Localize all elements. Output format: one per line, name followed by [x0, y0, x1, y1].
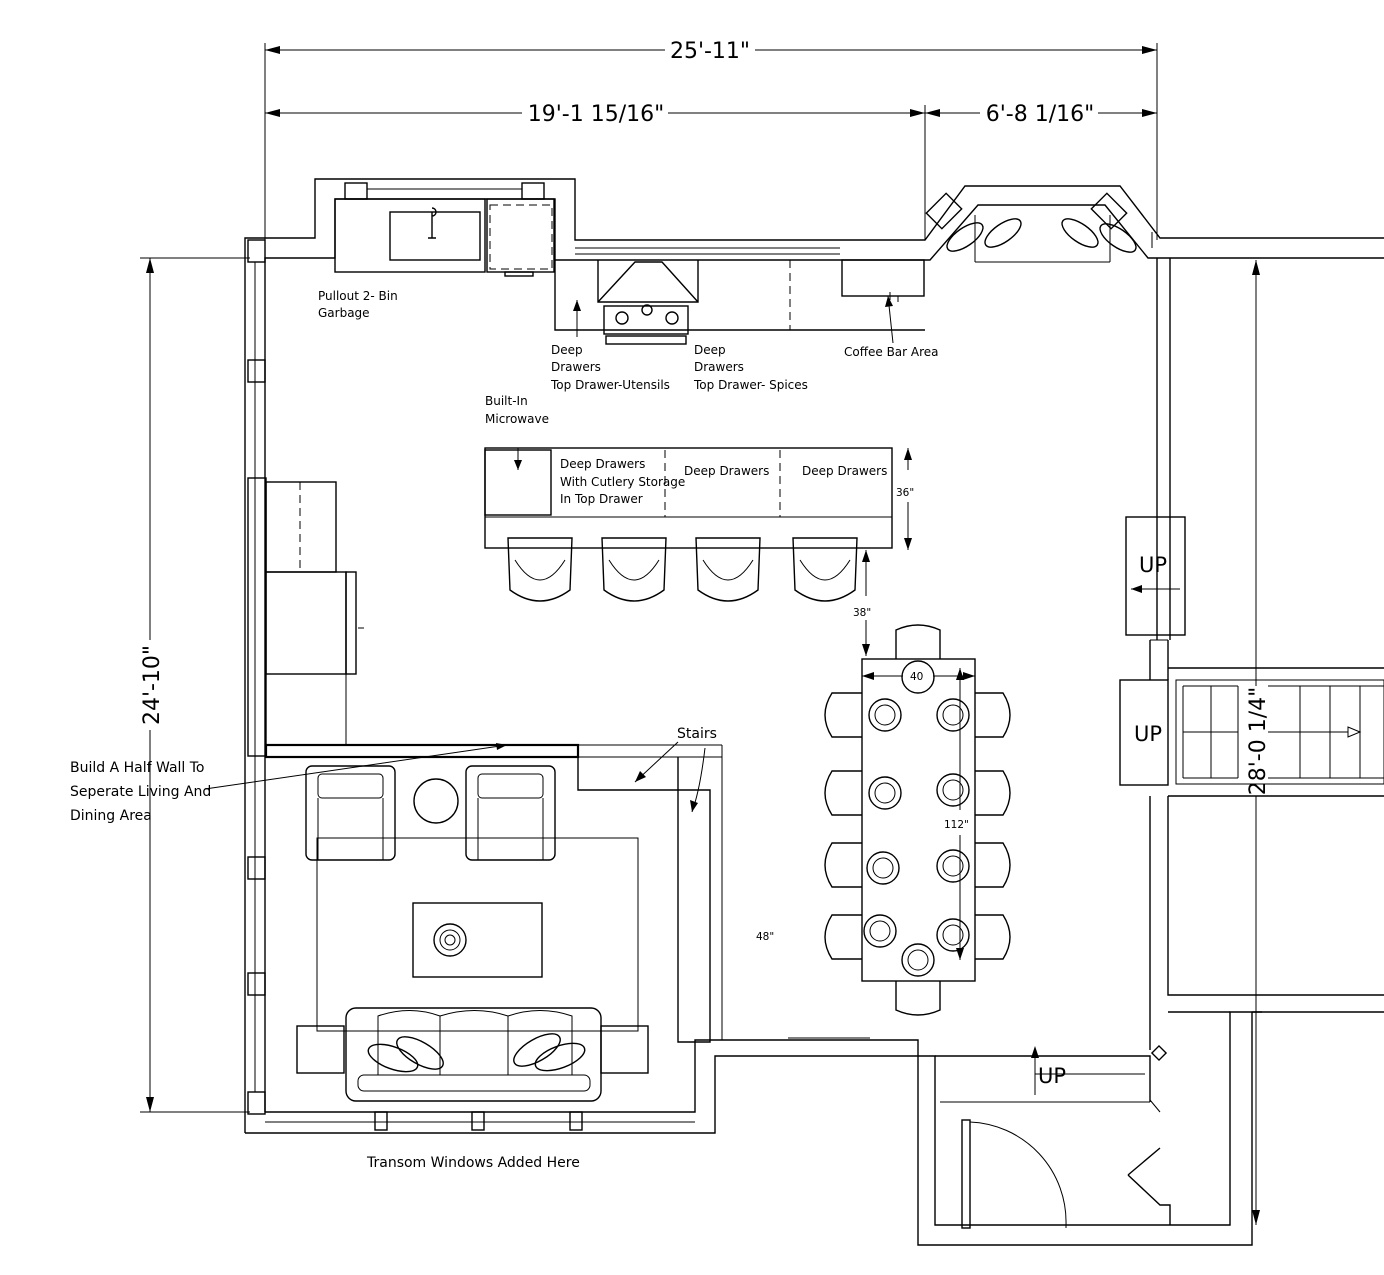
sofa — [345, 1007, 602, 1102]
end-table — [600, 1025, 649, 1074]
half-wall-note-line2: Seperate Living And — [70, 784, 211, 800]
transom-note: Transom Windows Added Here — [366, 1155, 580, 1171]
island-clearance-dimension: 38" — [853, 607, 871, 619]
drawers-right-label-line1: Deep — [694, 343, 726, 357]
coffee-bar-label: Coffee Bar Area — [844, 345, 939, 359]
dining-table — [861, 658, 976, 982]
kitchen-width-dimension: 19'-1 15/16" — [528, 102, 665, 127]
pullout-garbage-label-line2: Garbage — [318, 306, 370, 320]
drawers-left-label-line2: Drawers — [551, 360, 601, 374]
wall-built-ins — [247, 477, 580, 759]
island-section-1-line3: In Top Drawer — [560, 492, 643, 506]
dimension-lines — [140, 43, 1260, 1225]
microwave-label-line1: Built-In — [485, 394, 528, 408]
island-section-1-line2: With Cutlery Storage — [560, 475, 685, 489]
kitchen-note-arrows — [514, 295, 894, 470]
dining-area — [824, 624, 1011, 1016]
stairs — [204, 741, 723, 1043]
table-length-dimension: 112" — [944, 819, 969, 831]
island-depth-dimension: 36" — [896, 487, 914, 499]
overall-depth-dimension: 24'-10" — [140, 645, 165, 725]
living-area — [296, 765, 649, 1102]
bar-stool — [695, 537, 761, 602]
end-table — [296, 1025, 345, 1074]
bay-width-dimension: 6'-8 1/16" — [986, 102, 1095, 127]
dining-clearance-dimension: 48" — [756, 931, 774, 943]
coffee-table — [412, 902, 543, 978]
up-label-upper: UP — [1139, 553, 1167, 577]
microwave-label-line2: Microwave — [485, 412, 549, 426]
up-label-entry: UP — [1038, 1064, 1066, 1088]
island-section-2-label: Deep Drawers — [684, 464, 769, 478]
island-section-1-line1: Deep Drawers — [560, 457, 645, 471]
exterior-walls — [244, 178, 1384, 1246]
table-width-dimension: 40 — [910, 671, 923, 683]
armchair — [465, 765, 556, 861]
drawers-left-label-line3: Top Drawer-Utensils — [550, 378, 670, 392]
drawers-right-label-line2: Drawers — [694, 360, 744, 374]
half-wall-note-line3: Dining Area — [70, 808, 152, 824]
stair-hall — [788, 516, 1384, 1229]
bar-stool — [601, 537, 667, 602]
armchair — [305, 765, 396, 861]
bar-stool — [507, 537, 573, 602]
drawers-left-label-line1: Deep — [551, 343, 583, 357]
stair-hall-depth-dimension: 28'-0 1/4" — [1246, 687, 1271, 796]
up-label-middle: UP — [1134, 722, 1162, 746]
kitchen-cabinets — [334, 198, 1137, 345]
drawers-right-label-line3: Top Drawer- Spices — [693, 378, 808, 392]
side-table — [413, 778, 459, 824]
half-wall-note-line1: Build A Half Wall To — [70, 760, 205, 776]
kitchen-island — [484, 447, 912, 656]
bar-stool — [792, 537, 858, 602]
pullout-garbage-label-line1: Pullout 2- Bin — [318, 289, 398, 303]
overall-width-dimension: 25'-11" — [670, 39, 750, 64]
island-section-3-label: Deep Drawers — [802, 464, 887, 478]
stairs-label: Stairs — [677, 726, 717, 742]
